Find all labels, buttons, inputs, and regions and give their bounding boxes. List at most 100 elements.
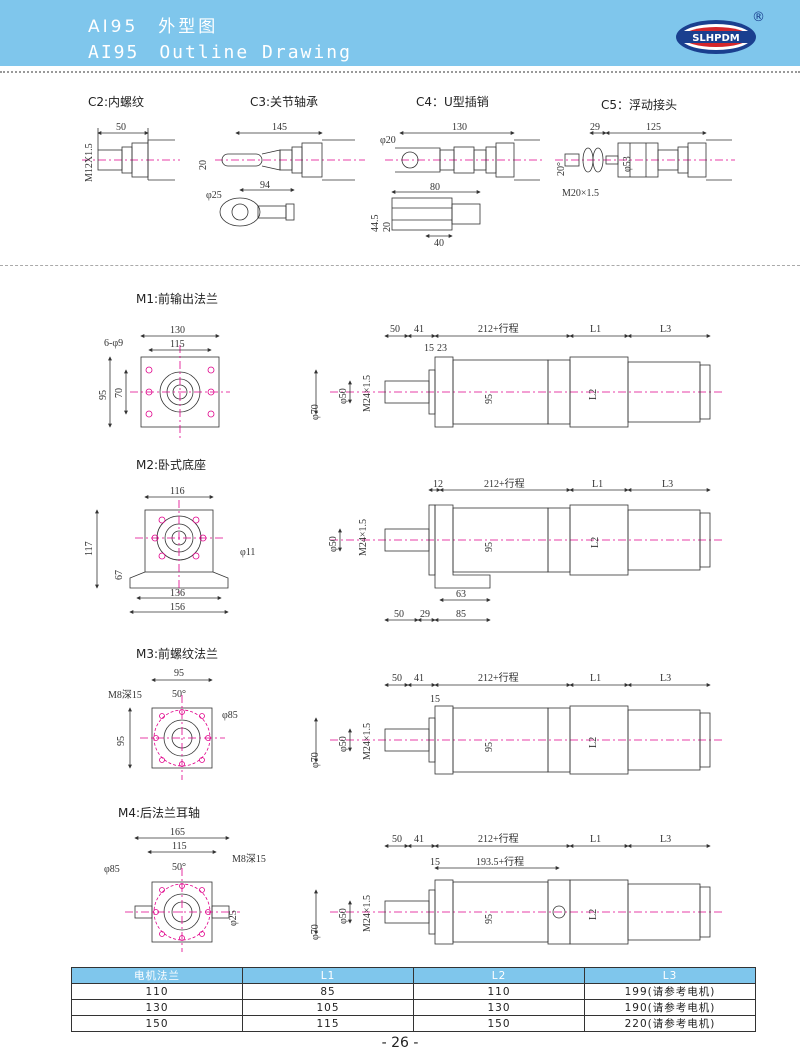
- table-cell: 110: [413, 983, 585, 1000]
- c3-label: C3:关节轴承: [250, 95, 319, 109]
- dim-c2-0: 50: [116, 122, 126, 133]
- table-cell: 220(请参考电机): [584, 1015, 756, 1032]
- table-cell: 130: [413, 999, 585, 1016]
- dim-m1s-2: 212+行程: [478, 322, 519, 335]
- dim-m4s-2: 212+行程: [478, 832, 519, 845]
- dim-m4f-0: 165: [170, 827, 185, 838]
- table-header-row: 电机法兰 L1 L2 L3: [71, 967, 756, 984]
- dim-c5-3: φ53: [622, 156, 633, 172]
- dim-m1f-0: 130: [170, 325, 185, 336]
- m3-label: M3:前螺纹法兰: [136, 647, 219, 661]
- dim-m2f-1: 117: [84, 541, 95, 556]
- m1-label: M1:前输出法兰: [136, 292, 219, 306]
- dim-c5-2: 20°: [556, 162, 567, 176]
- motor-flange-table: 电机法兰 L1 L2 L3 110 85 110 199(请参考电机) 130 …: [71, 967, 756, 1032]
- dim-m2f-2: 67: [114, 570, 125, 580]
- c2-label: C2:内螺纹: [88, 95, 145, 109]
- section-divider: [0, 265, 800, 266]
- table-cell: 190(请参考电机): [584, 999, 756, 1016]
- table-header-cell: L2: [413, 967, 585, 984]
- m2-label: M2:卧式底座: [136, 458, 207, 472]
- dim-m2s-6: 95: [484, 542, 495, 552]
- dim-m3f-2: 50°: [172, 689, 186, 700]
- dim-m1f-3: 95: [98, 390, 109, 400]
- dim-m2s-4: φ50: [328, 536, 339, 552]
- dim-m2s-3: L3: [662, 479, 673, 490]
- title-english: AI95 Outline Drawing: [88, 42, 352, 63]
- dim-m3s-0: 50: [392, 673, 402, 684]
- dim-m2s-10: 29: [420, 609, 430, 620]
- dim-c3-3: φ25: [206, 190, 222, 201]
- dim-m4s-11: L2: [588, 909, 599, 920]
- m3-side-drawing: [314, 683, 725, 775]
- dim-m2s-7: L2: [590, 537, 601, 548]
- dim-m4f-3: M8深15: [232, 853, 266, 865]
- dim-m4s-0: 50: [392, 834, 402, 845]
- dim-c3-1: 20: [198, 160, 209, 170]
- registered-mark: ®: [752, 10, 765, 25]
- dim-m1s-5: 15: [424, 343, 434, 354]
- dim-c4-1: φ20: [380, 135, 396, 146]
- dim-m1s-9: M24×1.5: [362, 375, 373, 412]
- dim-m1s-8: φ50: [338, 388, 349, 404]
- dim-m1f-4: 70: [114, 388, 125, 398]
- dim-m3s-9: 95: [484, 742, 495, 752]
- dim-c4-3: 44.5: [370, 215, 381, 233]
- c3-drawing: [215, 131, 365, 227]
- dim-m3s-10: L2: [588, 737, 599, 748]
- dim-m3s-6: φ70: [310, 752, 321, 768]
- dim-m3f-0: 95: [174, 668, 184, 679]
- table-row: 150 115 150 220(请参考电机): [71, 1015, 756, 1032]
- table-row: 130 105 130 190(请参考电机): [71, 999, 756, 1016]
- table-cell: 130: [71, 999, 243, 1016]
- dim-m4s-9: M24×1.5: [362, 895, 373, 932]
- dim-m1s-10: 95: [484, 394, 495, 404]
- dim-m4s-5: 15: [430, 857, 440, 868]
- m3-front-drawing: [128, 678, 225, 780]
- m4-front-drawing: [125, 836, 240, 952]
- dim-m1s-7: φ70: [310, 404, 321, 420]
- dim-m3s-7: φ50: [338, 736, 349, 752]
- m4-label: M4:后法兰耳轴: [118, 806, 201, 820]
- dim-m2s-8: 63: [456, 589, 466, 600]
- dim-m3s-2: 212+行程: [478, 671, 519, 684]
- dim-c2-1: M12X1.5: [84, 143, 95, 182]
- m2-front-drawing: [95, 495, 229, 614]
- c2-drawing: [82, 128, 180, 181]
- dim-m2f-3: φ11: [240, 547, 255, 558]
- table-header-cell: 电机法兰: [71, 967, 243, 984]
- table-header-cell: L3: [584, 967, 756, 984]
- dim-m4f-4: φ85: [104, 864, 120, 875]
- dim-m3s-3: L1: [590, 673, 601, 684]
- dim-m2s-9: 50: [394, 609, 404, 620]
- m1-side-drawing: [314, 334, 725, 428]
- table-row: 110 85 110 199(请参考电机): [71, 983, 756, 1000]
- dim-m1s-1: 41: [414, 324, 424, 335]
- dim-c5-4: M20×1.5: [562, 188, 599, 199]
- dim-m4s-6: 193.5+行程: [476, 855, 524, 868]
- dim-m1s-6: 23: [437, 343, 447, 354]
- dim-c5-1: 125: [646, 122, 661, 133]
- dim-m3f-4: 95: [116, 736, 127, 746]
- dim-m3s-1: 41: [414, 673, 424, 684]
- dim-m1s-11: L2: [588, 389, 599, 400]
- dim-m1s-0: 50: [390, 324, 400, 335]
- dim-m2s-11: 85: [456, 609, 466, 620]
- dim-m4f-1: 115: [172, 841, 187, 852]
- table-cell: 105: [242, 999, 414, 1016]
- dim-m1f-2: 6-φ9: [104, 338, 123, 349]
- header-bar: AI95 外型图 AI95 Outline Drawing SLHPDM ®: [0, 0, 800, 66]
- c5-label: C5：浮动接头: [601, 98, 678, 112]
- dim-c4-4: 20: [382, 222, 393, 232]
- dim-m2s-0: 12: [433, 479, 443, 490]
- m2-side-drawing: [330, 488, 725, 622]
- dim-c4-2: 80: [430, 182, 440, 193]
- dim-m1f-1: 115: [170, 339, 185, 350]
- dim-c5-0: 29: [590, 122, 600, 133]
- dim-c3-2: 94: [260, 180, 270, 191]
- dim-m3s-5: 15: [430, 694, 440, 705]
- table-cell: 150: [413, 1015, 585, 1032]
- dim-m4s-1: 41: [414, 834, 424, 845]
- m1-front-drawing: [108, 334, 230, 440]
